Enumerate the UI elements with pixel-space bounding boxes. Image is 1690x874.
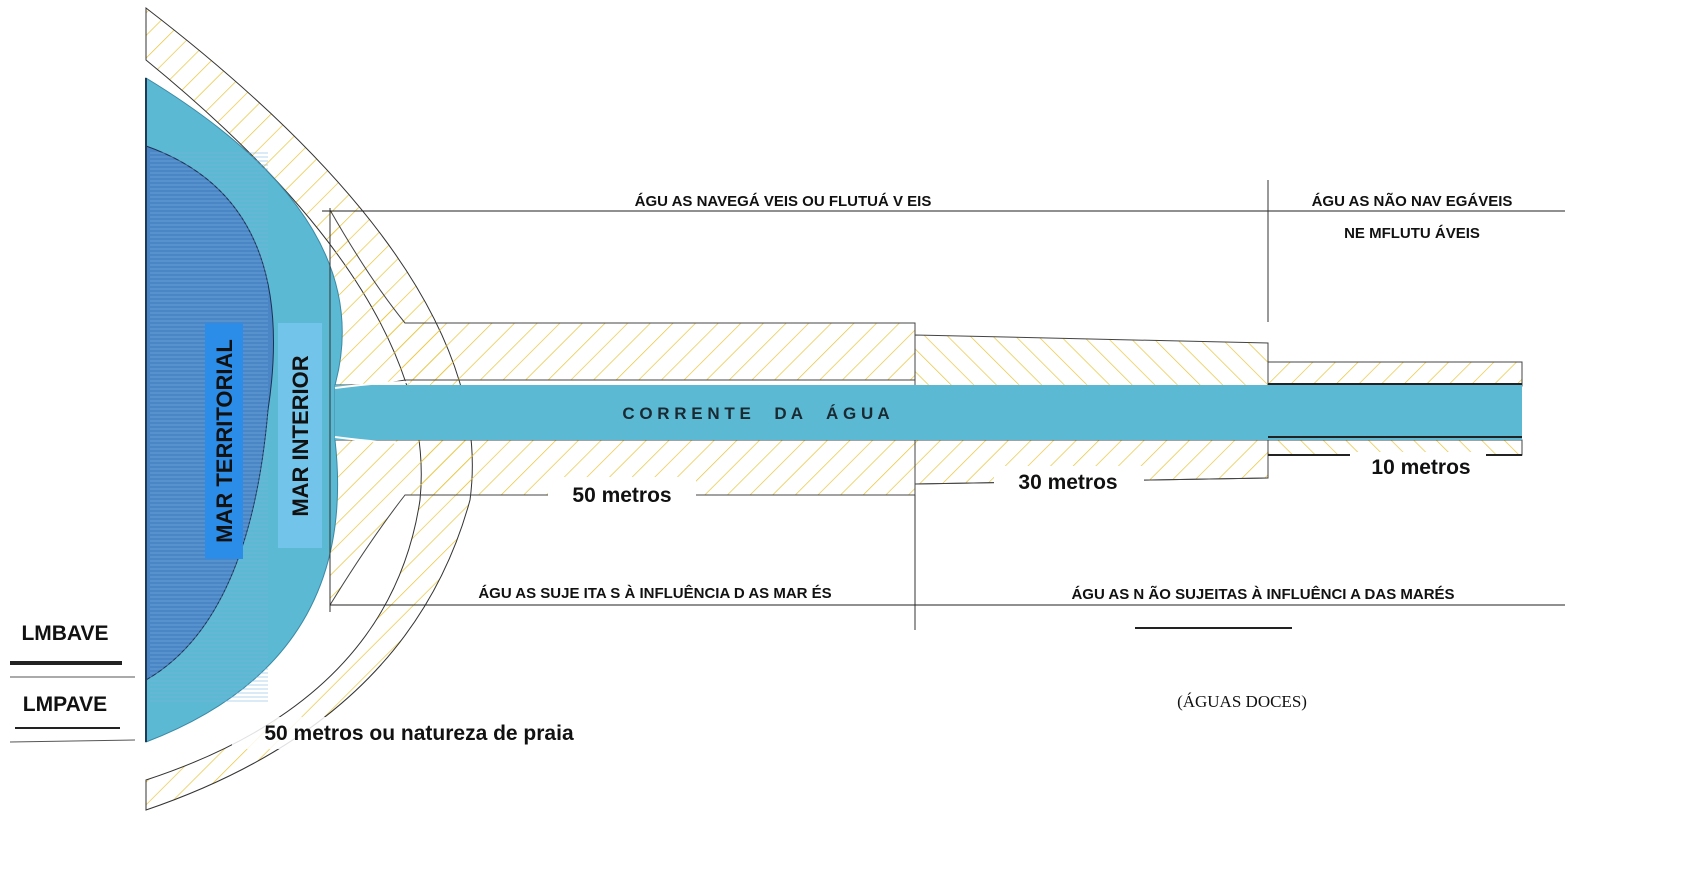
lmbave-label: LMBAVE [21, 622, 108, 645]
width-30-label-bg [994, 466, 1144, 498]
non-navigable-label-1: ÁGU AS NÃO NAV EGÁVEIS [1312, 192, 1513, 210]
beach-label: 50 metros ou natureza de praia [264, 722, 574, 745]
river-mouth-curve-top [334, 381, 411, 389]
width-50-label-bg [548, 477, 696, 511]
upper-bank-hatch-mid [914, 334, 1269, 387]
mar-territorial-box [205, 323, 243, 559]
mar-interior-box [278, 323, 322, 548]
river-channel [335, 385, 1522, 440]
upper-bank-hatch-narrow [1267, 361, 1523, 387]
width-10-label-bg [1350, 452, 1486, 482]
current-label: C O R R E N T E D A Á G U A [622, 404, 889, 423]
mar-territorial-label: MAR TERRITORIAL [212, 339, 237, 543]
non-navigable-label-2: NE MFLUTU ÁVEIS [1344, 225, 1480, 242]
fresh-water-label: (ÁGUAS DOCES) [1177, 692, 1307, 711]
width-30-label: 30 metros [1018, 471, 1117, 494]
non-tidal-label: ÁGU AS N ÃO SUJEITAS À INFLUÊNCI A DAS M… [1071, 585, 1454, 603]
width-10-label: 10 metros [1371, 456, 1470, 479]
beach-line [9, 739, 136, 743]
lmpave-label: LMPAVE [23, 693, 107, 716]
mar-interior-label: MAR INTERIOR [288, 355, 313, 516]
width-50-label: 50 metros [572, 484, 671, 507]
beach-label-bg [232, 717, 604, 749]
river-mouth-curve-bottom [334, 436, 411, 444]
navigable-label: ÁGU AS NAVEGÁ VEIS OU FLUTUÁ V EIS [635, 193, 932, 210]
tidal-label: ÁGU AS SUJE ITA S À INFLUÊNCIA D AS MAR … [478, 584, 831, 602]
